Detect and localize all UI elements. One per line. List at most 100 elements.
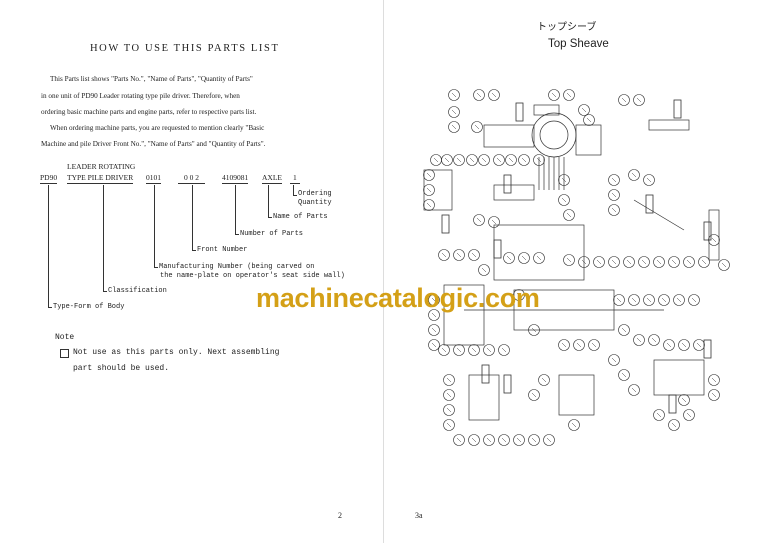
callout-balloon — [643, 294, 655, 306]
bottom-right-assembly — [653, 359, 705, 396]
callout-balloon — [663, 339, 675, 351]
callout-balloon — [618, 324, 630, 336]
top-sheave-exploded-drawing — [423, 89, 730, 446]
callout-number — [471, 252, 477, 258]
callout-number — [431, 312, 437, 318]
callout-balloon — [578, 256, 590, 268]
callout-balloon — [628, 294, 640, 306]
callout-balloon — [588, 339, 600, 351]
callout-balloon — [466, 154, 478, 166]
callout-balloon — [563, 89, 575, 101]
callout-balloon — [473, 89, 485, 101]
callout-number — [631, 297, 637, 303]
callout-balloon — [673, 294, 685, 306]
callout-number — [546, 437, 552, 443]
callout-number — [691, 297, 697, 303]
callout-number — [621, 97, 627, 103]
page-number-left: 2 — [338, 511, 342, 520]
callout-number — [426, 202, 432, 208]
callout-number — [681, 397, 687, 403]
callout-balloon — [678, 394, 690, 406]
callout-number — [561, 177, 567, 183]
callout-number — [481, 157, 487, 163]
callout-number — [711, 377, 717, 383]
callout-number — [626, 259, 632, 265]
example-qty: 1 — [290, 173, 300, 184]
callout-balloon — [623, 256, 635, 268]
callout-balloon — [453, 154, 465, 166]
callout-balloon — [423, 199, 435, 211]
part-code-box — [515, 102, 524, 122]
right-page — [384, 0, 768, 543]
callout-balloon — [568, 419, 580, 431]
callout-balloon — [468, 344, 480, 356]
left-assembly — [443, 284, 485, 346]
callout-number — [711, 237, 717, 243]
label-classification: Classification — [108, 287, 167, 295]
callout-number — [711, 392, 717, 398]
callout-balloon — [513, 434, 525, 446]
callout-number — [516, 292, 522, 298]
note-line-2: part should be used. — [73, 364, 170, 373]
sheave-housing-inner — [539, 120, 569, 150]
callout-number — [496, 157, 502, 163]
callout-number — [611, 192, 617, 198]
callout-balloon — [528, 434, 540, 446]
callout-balloon — [428, 294, 440, 306]
callout-number — [621, 327, 627, 333]
callout-number — [446, 422, 452, 428]
callout-balloon — [548, 89, 560, 101]
callout-balloon — [593, 256, 605, 268]
callout-balloon — [618, 369, 630, 381]
callout-balloon — [648, 334, 660, 346]
callout-number — [576, 342, 582, 348]
callout-balloon — [483, 344, 495, 356]
callout-number — [486, 437, 492, 443]
label-name-of-parts: Name of Parts — [273, 213, 328, 221]
callout-number — [521, 157, 527, 163]
intro-line-5: Machine and pile Driver Front No.", "Nam… — [41, 140, 266, 148]
callout-number — [451, 92, 457, 98]
callout-number — [541, 377, 547, 383]
callout-number — [686, 412, 692, 418]
example-name: AXLE — [262, 173, 282, 184]
callout-balloon — [543, 434, 555, 446]
callout-balloon — [443, 419, 455, 431]
callout-number — [446, 377, 452, 383]
part-code-box — [703, 339, 712, 359]
callout-balloon — [423, 184, 435, 196]
callout-number — [646, 177, 652, 183]
example-number: 4109081 — [222, 173, 249, 184]
callout-number — [611, 177, 617, 183]
callout-balloon — [448, 106, 460, 118]
callout-balloon — [708, 389, 720, 401]
callout-number — [551, 92, 557, 98]
callout-balloon — [563, 209, 575, 221]
callout-balloon — [443, 374, 455, 386]
callout-number — [661, 297, 667, 303]
callout-balloon — [558, 194, 570, 206]
callout-balloon — [698, 256, 710, 268]
part-code-box — [703, 221, 712, 241]
example-manufacturing: 0101 — [146, 173, 161, 184]
callout-number — [666, 342, 672, 348]
callout-number — [426, 172, 432, 178]
callout-number — [611, 207, 617, 213]
callout-balloon — [471, 121, 483, 133]
callout-balloon — [468, 249, 480, 261]
callout-balloon — [528, 389, 540, 401]
label-front-number: Front Number — [197, 246, 248, 254]
callout-balloon — [528, 324, 540, 336]
label-number-of-parts: Number of Parts — [240, 230, 304, 238]
callout-number — [636, 337, 642, 343]
callout-number — [531, 327, 537, 333]
callout-balloon — [638, 256, 650, 268]
callout-balloon — [608, 204, 620, 216]
callout-number — [671, 259, 677, 265]
callout-balloon — [443, 404, 455, 416]
callout-number — [456, 157, 462, 163]
callout-balloon — [498, 434, 510, 446]
callout-balloon — [608, 256, 620, 268]
intro-line-4: When ordering machine parts, you are req… — [50, 124, 265, 132]
callout-number — [636, 97, 642, 103]
